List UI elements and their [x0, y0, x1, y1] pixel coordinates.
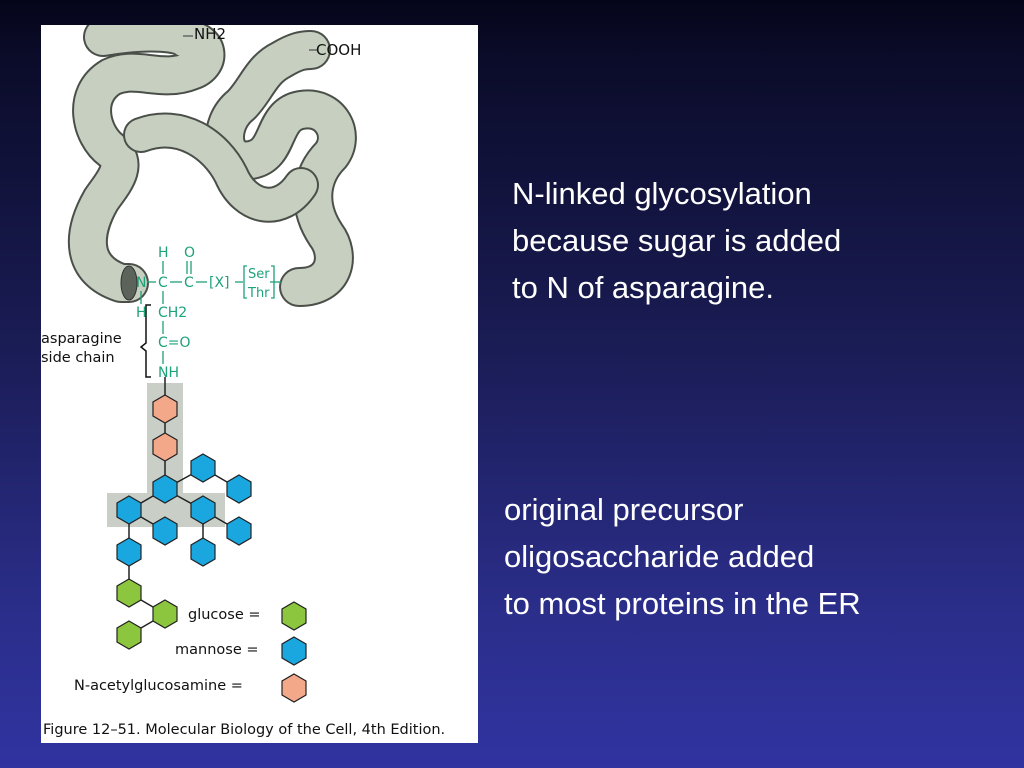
legend-swatches [281, 601, 307, 703]
text-line: original precursor [504, 492, 744, 527]
nh-group: NH [158, 365, 179, 381]
mannose-hexagon-c3 [116, 537, 142, 567]
h-atom-left: H [136, 305, 147, 321]
asparagine-chemistry: H O N C C [X] Ser Thr H CH2 C=O NH [136, 245, 281, 381]
text-block-n-linked: N-linked glycosylation because sugar is … [512, 170, 972, 311]
text-line: oligosaccharide added [504, 539, 815, 574]
o-atom-top: O [184, 245, 195, 261]
legend-nag-label: N-acetylglucosamine = [74, 678, 243, 694]
legend-mannose-swatch [281, 636, 307, 666]
mannose-hexagon-c2 [152, 516, 178, 546]
mannose-hexagon-a2 [226, 474, 252, 504]
co-group: C=O [158, 335, 191, 351]
mannose-hexagon-b2 [226, 516, 252, 546]
n-atom: N [136, 275, 146, 291]
legend-glucose-label: glucose = [188, 607, 261, 623]
text-block-precursor: original precursor oligosaccharide added… [504, 486, 1004, 627]
glycosylation-diagram: H O N C C [X] Ser Thr H CH2 C=O NH [68, 25, 357, 703]
mannose-hexagon-b1 [190, 495, 216, 525]
side-chain-bracket [139, 304, 151, 378]
h-atom-top: H [158, 245, 169, 261]
legend-glucose-swatch [281, 601, 307, 631]
nag-hexagon-1 [152, 394, 178, 424]
c-atom-alpha: C [158, 275, 168, 291]
nag-hexagon-2 [152, 432, 178, 462]
c-atom-carbonyl: C [184, 275, 194, 291]
glucose-hexagon-1 [116, 578, 142, 608]
text-line: to N of asparagine. [512, 270, 774, 305]
glucose-hexagon-2 [152, 599, 178, 629]
cooh-label: COOH [316, 41, 362, 59]
figure-panel: H O N C C [X] Ser Thr H CH2 C=O NH [41, 25, 478, 743]
text-line: to most proteins in the ER [504, 586, 861, 621]
text-line: because sugar is added [512, 223, 842, 258]
sugar-tree [116, 394, 252, 650]
side-chain-label-line1: asparagine [41, 331, 122, 347]
text-line: N-linked glycosylation [512, 176, 812, 211]
nh2-label: NH2 [194, 25, 227, 43]
glucose-hexagon-3 [116, 620, 142, 650]
x-residue: [X] [209, 275, 230, 291]
legend-mannose-label: mannose = [175, 642, 259, 658]
side-chain-label-line2: side chain [41, 350, 115, 366]
mannose-hexagon-b3 [190, 537, 216, 567]
legend-nag-swatch [281, 673, 307, 703]
polypeptide-chain [68, 25, 357, 307]
ser-residue: Ser [248, 267, 270, 282]
mannose-hexagon-core [152, 474, 178, 504]
mannose-hexagon-c1 [116, 495, 142, 525]
figure-caption: Figure 12–51. Molecular Biology of the C… [43, 722, 446, 738]
ch2-group: CH2 [158, 305, 187, 321]
mannose-hexagon-a1 [190, 453, 216, 483]
thr-residue: Thr [247, 286, 270, 301]
